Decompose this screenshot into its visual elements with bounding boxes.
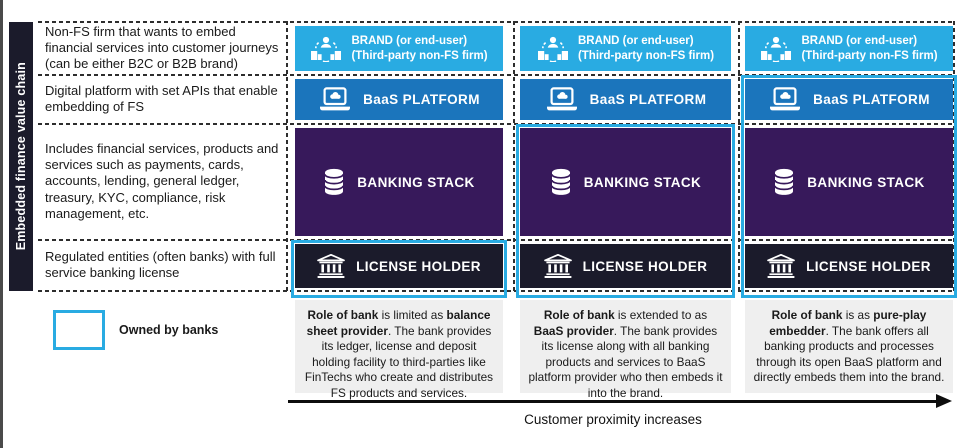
banking-stack-box: BANKING STACK: [295, 128, 503, 236]
baas-platform-label: BaaS PLATFORM: [363, 92, 480, 107]
owned-by-bank-frame: [291, 240, 507, 298]
license-holder-label: LICENSE HOLDER: [806, 258, 931, 274]
bank-icon: [767, 254, 795, 278]
brand-exchange-icon: [761, 36, 792, 62]
database-icon: [324, 168, 345, 195]
baas-platform-box: BaaS PLATFORM: [745, 79, 953, 120]
laptop-cloud-icon: [770, 86, 801, 110]
grid-line-horizontal: [38, 123, 955, 125]
license-holder-box: LICENSE HOLDER: [520, 244, 731, 288]
brand-box: BRAND (or end-user) (Third-party non-FS …: [295, 26, 503, 71]
grid-line-horizontal: [38, 290, 955, 292]
model-column-balance-sheet-provider: BRAND (or end-user) (Third-party non-FS …: [291, 0, 507, 448]
model-column-pure-play-embedder: BRAND (or end-user) (Third-party non-FS …: [741, 0, 957, 448]
layer-description-platform: Digital platform with set APIs that enab…: [45, 82, 278, 114]
layer-description-license: Regulated entities (often banks) with fu…: [45, 248, 276, 280]
value-chain-sidebar: Embedded finance value chain: [9, 22, 33, 291]
role-of-bank-text: Role of bank is limited as balance sheet…: [295, 300, 503, 400]
bank-icon: [317, 254, 345, 278]
layer-description-brand: Non-FS firm that wants to embed financia…: [45, 23, 279, 72]
license-holder-label: LICENSE HOLDER: [356, 258, 481, 274]
database-icon: [550, 168, 571, 195]
brand-exchange-icon: [537, 36, 568, 62]
layer-description-stack: Includes financial services, products an…: [45, 141, 279, 221]
proximity-arrow-caption: Customer proximity increases: [524, 412, 702, 427]
brand-box-label: BRAND (or end-user) (Third-party non-FS …: [577, 34, 715, 62]
laptop-cloud-icon: [320, 86, 351, 110]
grid-line-vertical: [513, 21, 515, 292]
banking-stack-label: BANKING STACK: [357, 174, 475, 190]
banking-stack-box: BANKING STACK: [520, 128, 731, 236]
license-holder-label: LICENSE HOLDER: [582, 258, 708, 274]
grid-line-horizontal: [38, 21, 955, 23]
role-of-bank-text: Role of bank is as pure-play embedder. T…: [745, 300, 953, 393]
role-of-bank-text: Role of bank is extended to as BaaS prov…: [520, 300, 731, 400]
license-holder-box: LICENSE HOLDER: [745, 244, 953, 288]
owned-by-bank-frame: [516, 124, 735, 298]
bank-icon: [543, 254, 572, 278]
brand-box: BRAND (or end-user) (Third-party non-FS …: [745, 26, 953, 71]
baas-platform-label: BaaS PLATFORM: [813, 92, 930, 107]
brand-box: BRAND (or end-user) (Third-party non-FS …: [520, 26, 731, 71]
owned-by-banks-swatch: [53, 310, 105, 350]
owned-by-banks-label: Owned by banks: [119, 323, 219, 337]
value-chain-label: Embedded finance value chain: [14, 62, 28, 251]
baas-platform-label: BaaS PLATFORM: [589, 92, 707, 107]
grid-line-vertical: [286, 21, 288, 292]
grid-line-horizontal: [38, 74, 955, 76]
baas-platform-box: BaaS PLATFORM: [520, 79, 731, 120]
laptop-cloud-icon: [546, 86, 577, 110]
proximity-arrow-head-icon: [936, 394, 952, 408]
brand-box-label: BRAND (or end-user) (Third-party non-FS …: [351, 34, 488, 62]
brand-exchange-icon: [311, 36, 342, 62]
banking-stack-box: BANKING STACK: [745, 128, 953, 236]
banking-stack-label: BANKING STACK: [583, 174, 702, 190]
banking-stack-label: BANKING STACK: [807, 174, 925, 190]
license-holder-box: LICENSE HOLDER: [295, 244, 503, 288]
baas-platform-box: BaaS PLATFORM: [295, 79, 503, 120]
grid-line-vertical: [738, 21, 740, 292]
brand-box-label: BRAND (or end-user) (Third-party non-FS …: [801, 34, 938, 62]
database-icon: [774, 168, 795, 195]
model-column-baas-provider: BRAND (or end-user) (Third-party non-FS …: [516, 0, 735, 448]
proximity-arrow-line: [288, 400, 938, 403]
owned-by-bank-frame: [741, 75, 957, 298]
